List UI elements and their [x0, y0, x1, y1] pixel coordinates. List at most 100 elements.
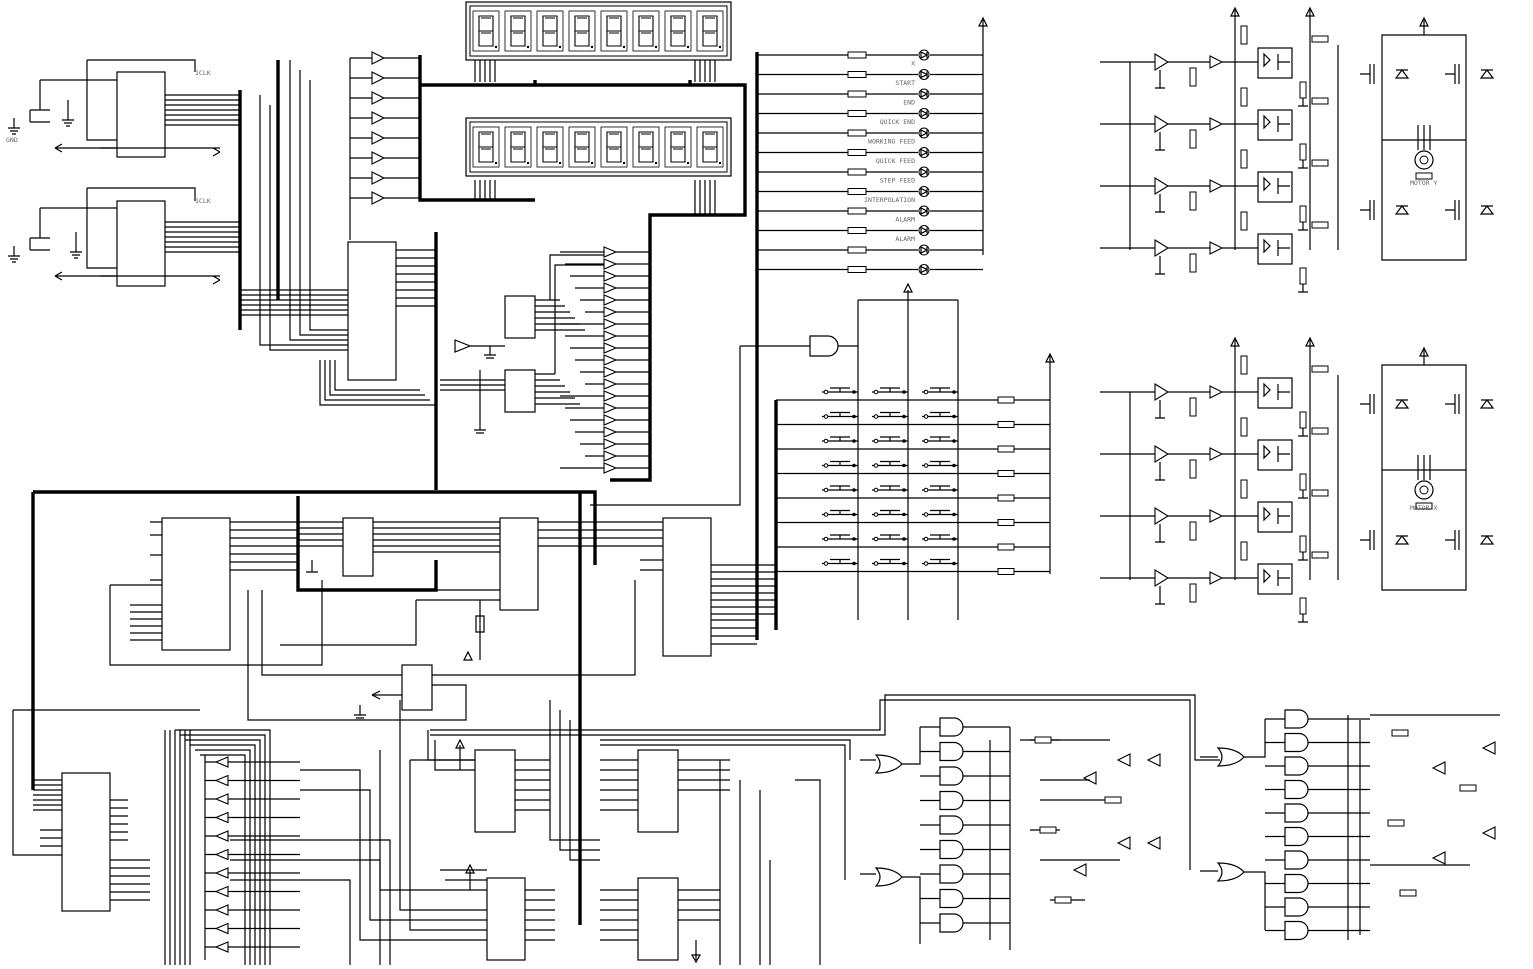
buffer-triangle — [1154, 239, 1170, 257]
buffer-triangle — [1209, 117, 1224, 131]
gate-chip-mid — [247, 590, 467, 721]
diode-icon — [1394, 205, 1410, 215]
resistor — [997, 421, 1015, 428]
buffer-triangle — [371, 131, 386, 145]
resistor — [1039, 826, 1057, 834]
resistor — [1299, 535, 1307, 553]
buffer-triangle — [603, 462, 618, 474]
inverter-triangle — [214, 867, 229, 879]
and-gate — [1284, 826, 1309, 847]
buffer-triangle — [603, 306, 618, 318]
resistor — [1311, 427, 1329, 435]
resistor — [1240, 541, 1248, 561]
inverter-triangle — [214, 830, 229, 842]
buffer-triangle — [603, 426, 618, 438]
display-bus — [418, 55, 747, 482]
resistor — [1311, 35, 1329, 43]
inverter-triangle — [214, 904, 229, 916]
buffer-triangle — [371, 91, 386, 105]
decoder-chips — [440, 295, 585, 434]
inverter-triangle — [214, 922, 229, 935]
buffer-triangle — [603, 378, 618, 390]
and-gate — [939, 766, 964, 786]
resistor — [847, 149, 867, 156]
motor-icon — [1414, 150, 1434, 170]
buffer-triangle — [371, 151, 386, 165]
buffer-triangle — [603, 294, 618, 306]
and-gate — [1284, 873, 1309, 894]
mosfet-icon — [1360, 64, 1375, 84]
bottom-feed-lines — [164, 729, 271, 965]
buffer-triangle — [1209, 509, 1224, 523]
buffer-triangle — [1209, 179, 1224, 193]
led-label: END — [903, 99, 915, 107]
and-gate — [939, 864, 964, 884]
resistor — [1299, 143, 1307, 161]
mosfet-icon — [1360, 200, 1375, 220]
resistor — [1240, 355, 1248, 375]
buffer-triangle — [603, 282, 618, 294]
buffer-triangle — [1146, 753, 1161, 767]
buffer-triangle — [1154, 53, 1170, 71]
and-gate — [1284, 732, 1309, 753]
optocoupler-chip — [1257, 377, 1293, 409]
optocoupler-chip — [1257, 171, 1293, 203]
resistor — [1311, 489, 1329, 497]
and-gate — [939, 741, 964, 762]
resistor — [1189, 253, 1197, 273]
mosfet-icon — [1360, 530, 1375, 550]
buffer-triangle — [1431, 851, 1446, 865]
led-label: ALARM — [895, 235, 915, 243]
buffer-triangle — [1082, 771, 1097, 785]
buffer-triangle — [1209, 385, 1224, 399]
buffer-triangle — [1209, 55, 1224, 69]
cpu-chip — [109, 517, 323, 666]
and-gate — [939, 790, 964, 811]
optocoupler-chip — [1257, 233, 1293, 265]
resistor — [847, 51, 867, 59]
resistor — [997, 519, 1015, 526]
led-label: START — [895, 79, 915, 87]
inverter-triangle — [214, 793, 229, 805]
buffer-triangle — [603, 366, 618, 378]
buffer-triangle — [1154, 507, 1170, 525]
buffer-triangle — [603, 450, 618, 462]
resistor — [997, 494, 1015, 502]
and-gate — [939, 717, 964, 737]
keypad-and-gate — [590, 282, 959, 620]
buffer-triangle — [1154, 445, 1170, 463]
buffer-triangle — [1116, 753, 1131, 767]
resistor — [1311, 365, 1329, 373]
diode-icon — [1394, 535, 1410, 545]
optocoupler-chip — [1257, 439, 1293, 471]
and-gate — [1284, 920, 1309, 941]
buffer-triangle — [1209, 571, 1224, 585]
or-gate — [874, 754, 903, 774]
buffer-triangle — [603, 438, 618, 450]
mosfet-icon — [1445, 394, 1460, 414]
digit-select-buffers — [549, 246, 650, 474]
and-gate — [939, 888, 964, 909]
resistor — [1189, 191, 1197, 211]
resistor — [1240, 87, 1248, 107]
led-label: WORKING FEED — [868, 138, 915, 146]
buffer-triangle — [1209, 447, 1224, 461]
and-gate — [1284, 709, 1309, 729]
counter-chip-left — [12, 709, 200, 912]
buffer-triangle — [1209, 241, 1224, 255]
buffer-triangle — [1154, 383, 1170, 401]
resistor — [847, 71, 867, 78]
resistor — [847, 207, 867, 215]
inverter-column-bottom — [204, 755, 300, 960]
segment-buffers — [349, 51, 420, 240]
resistor — [1240, 25, 1248, 45]
led-label: INTERPOLATION — [864, 196, 915, 204]
diode-icon — [1479, 399, 1495, 409]
resistor — [1189, 397, 1197, 417]
resistor — [1387, 819, 1405, 827]
resistor — [997, 470, 1015, 477]
buffer-triangle — [1481, 741, 1496, 755]
buffer-triangle — [1431, 761, 1446, 775]
